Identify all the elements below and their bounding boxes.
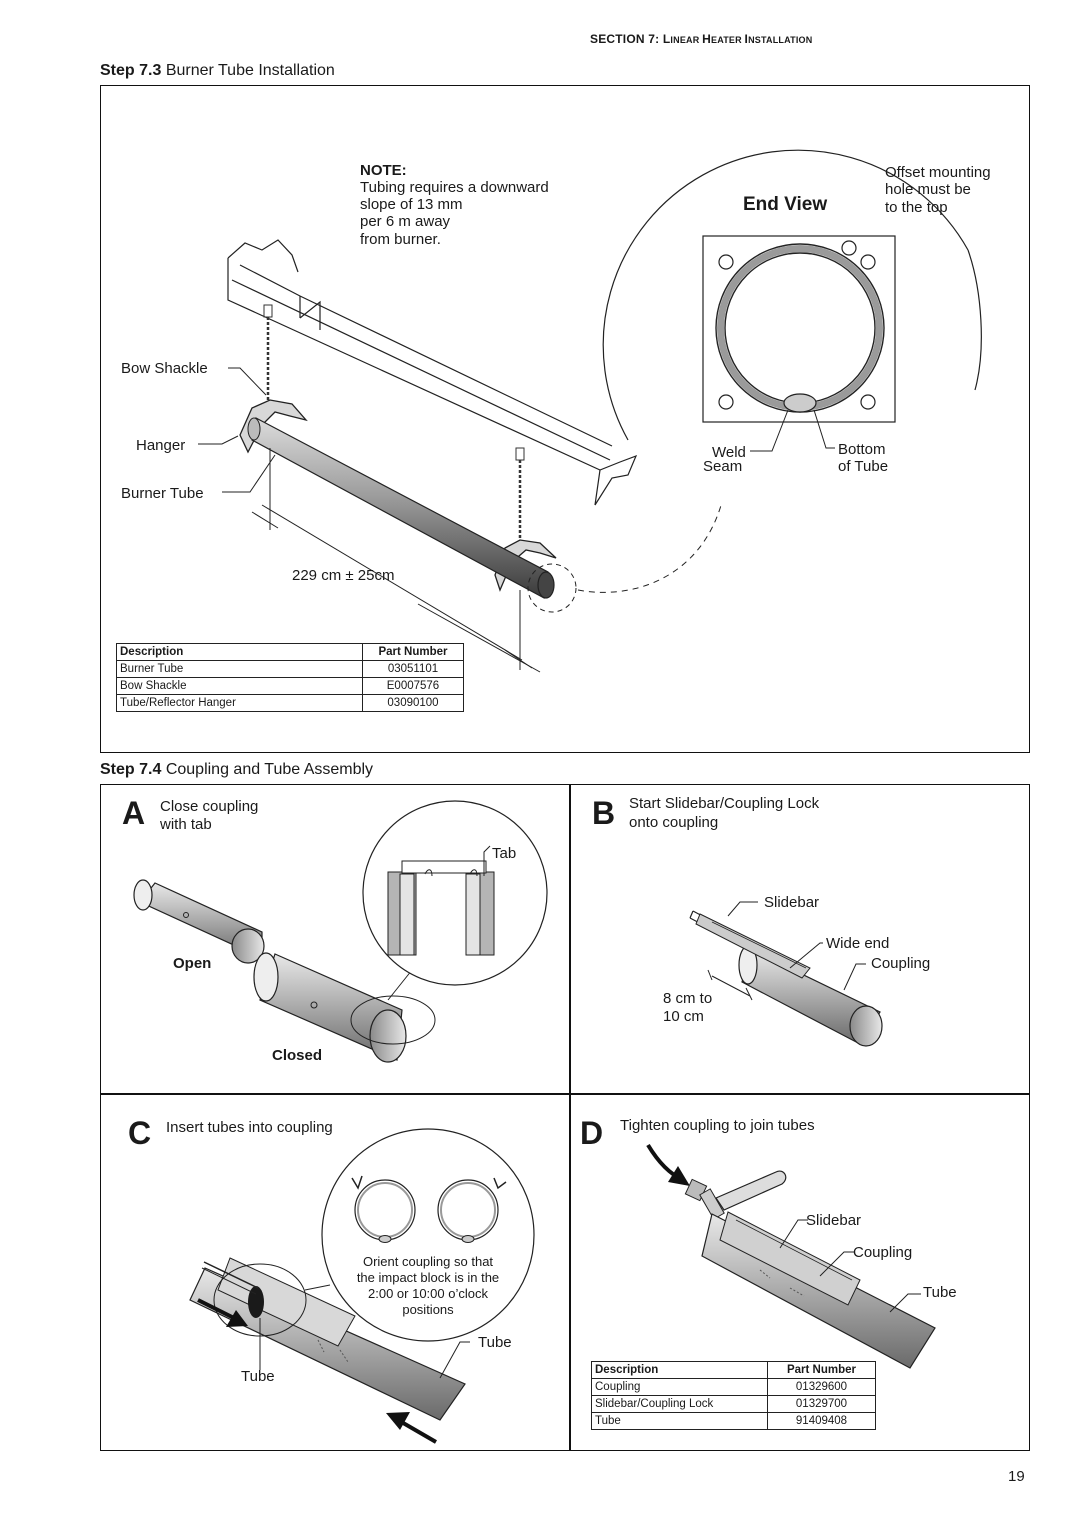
- distance-line-2: 10 cm: [663, 1008, 704, 1025]
- weld-seam-line-2: Seam: [703, 458, 743, 475]
- burner-tube-leader: [222, 454, 276, 493]
- callout-circle: [527, 563, 577, 613]
- bottom-tube-line-2: of Tube: [838, 458, 889, 475]
- panel-b-line-1: Start Slidebar/Coupling Lock: [629, 795, 820, 812]
- burner-tube-installation-box: [100, 85, 1030, 753]
- end-view-drawing: [602, 149, 982, 452]
- bow-shackle-label: Bow Shackle: [121, 360, 208, 377]
- panel-d-letter: D: [580, 1115, 604, 1151]
- panel-d-drawing: [646, 1143, 936, 1369]
- orient-line-4: positions: [402, 1302, 454, 1317]
- callout-dashed-connector: [577, 501, 723, 593]
- hanger-leader: [198, 435, 239, 445]
- chain-left: [263, 304, 273, 400]
- coupling-assembly-box: [100, 784, 1030, 1451]
- page-number: 19: [1008, 1468, 1025, 1485]
- orient-line-2: the impact block is in the: [356, 1270, 500, 1285]
- section-header: SECTION 7: LINEAR HEATER INSTALLATION: [590, 32, 813, 46]
- bottom-tube-line-1: Bottom: [838, 441, 886, 458]
- slidebar-label-b: Slidebar: [764, 894, 820, 911]
- burner-tube-label: Burner Tube: [121, 485, 204, 502]
- coupling-label-d: Coupling: [853, 1244, 913, 1261]
- dimension-lines: [251, 448, 541, 673]
- orient-line-3: 2:00 or 10:00 o’clock: [368, 1286, 488, 1301]
- panel-a-letter: A: [122, 795, 146, 831]
- orient-line-1: Orient coupling so that: [362, 1254, 494, 1269]
- tube-label-d: Tube: [923, 1284, 957, 1301]
- slidebar-label-d: Slidebar: [806, 1212, 862, 1229]
- panel-divider-horizontal: [100, 1093, 1030, 1095]
- coupling-label-b: Coupling: [871, 955, 931, 972]
- hanger-label: Hanger: [136, 437, 186, 454]
- weld-seam-line-1: Weld: [712, 444, 746, 461]
- panel-a-line-2: with tab: [160, 816, 212, 833]
- panel-a-drawing: [133, 800, 548, 1063]
- note-line-3: per 6 m away: [360, 213, 451, 230]
- closed-label: Closed: [272, 1047, 323, 1064]
- tab-label: Tab: [492, 845, 517, 862]
- wide-end-label: Wide end: [826, 935, 890, 952]
- dimension-label: 229 cm ± 25cm: [292, 567, 395, 584]
- offset-line-1: Offset mounting: [885, 164, 991, 181]
- reflector-drawing: [227, 239, 638, 506]
- note-line-1: Tubing requires a downward: [360, 179, 549, 196]
- tube-label-c-left: Tube: [241, 1368, 275, 1385]
- panel-a-line-1: Close coupling: [160, 798, 259, 815]
- panel-b-letter: B: [592, 795, 616, 831]
- panel-c-drawing: [189, 1128, 535, 1444]
- panel-b-drawing: [689, 901, 883, 1047]
- offset-line-3: to the top: [885, 199, 948, 216]
- open-label: Open: [173, 955, 212, 972]
- panel-c-letter: C: [128, 1115, 152, 1151]
- chain-right: [515, 447, 525, 540]
- note-label: NOTE:: [360, 162, 407, 179]
- step-7-3-heading: Step 7.3 Burner Tube Installation: [100, 62, 335, 79]
- distance-line-1: 8 cm to: [663, 990, 713, 1007]
- note-line-4: from burner.: [360, 231, 441, 248]
- burner-tube-drawing: [247, 417, 555, 599]
- note-line-2: slope of 13 mm: [360, 196, 463, 213]
- step-7-4-heading: Step 7.4 Coupling and Tube Assembly: [100, 761, 374, 778]
- end-view-label: End View: [743, 194, 828, 215]
- offset-line-2: hole must be: [885, 181, 971, 198]
- panel-c-title: Insert tubes into coupling: [166, 1119, 333, 1136]
- bow-shackle-leader: [228, 367, 267, 396]
- panel-d-title: Tighten coupling to join tubes: [620, 1117, 815, 1134]
- tube-label-c-right: Tube: [478, 1334, 512, 1351]
- panel-divider-vertical: [569, 784, 571, 1451]
- panel-b-line-2: onto coupling: [629, 814, 719, 831]
